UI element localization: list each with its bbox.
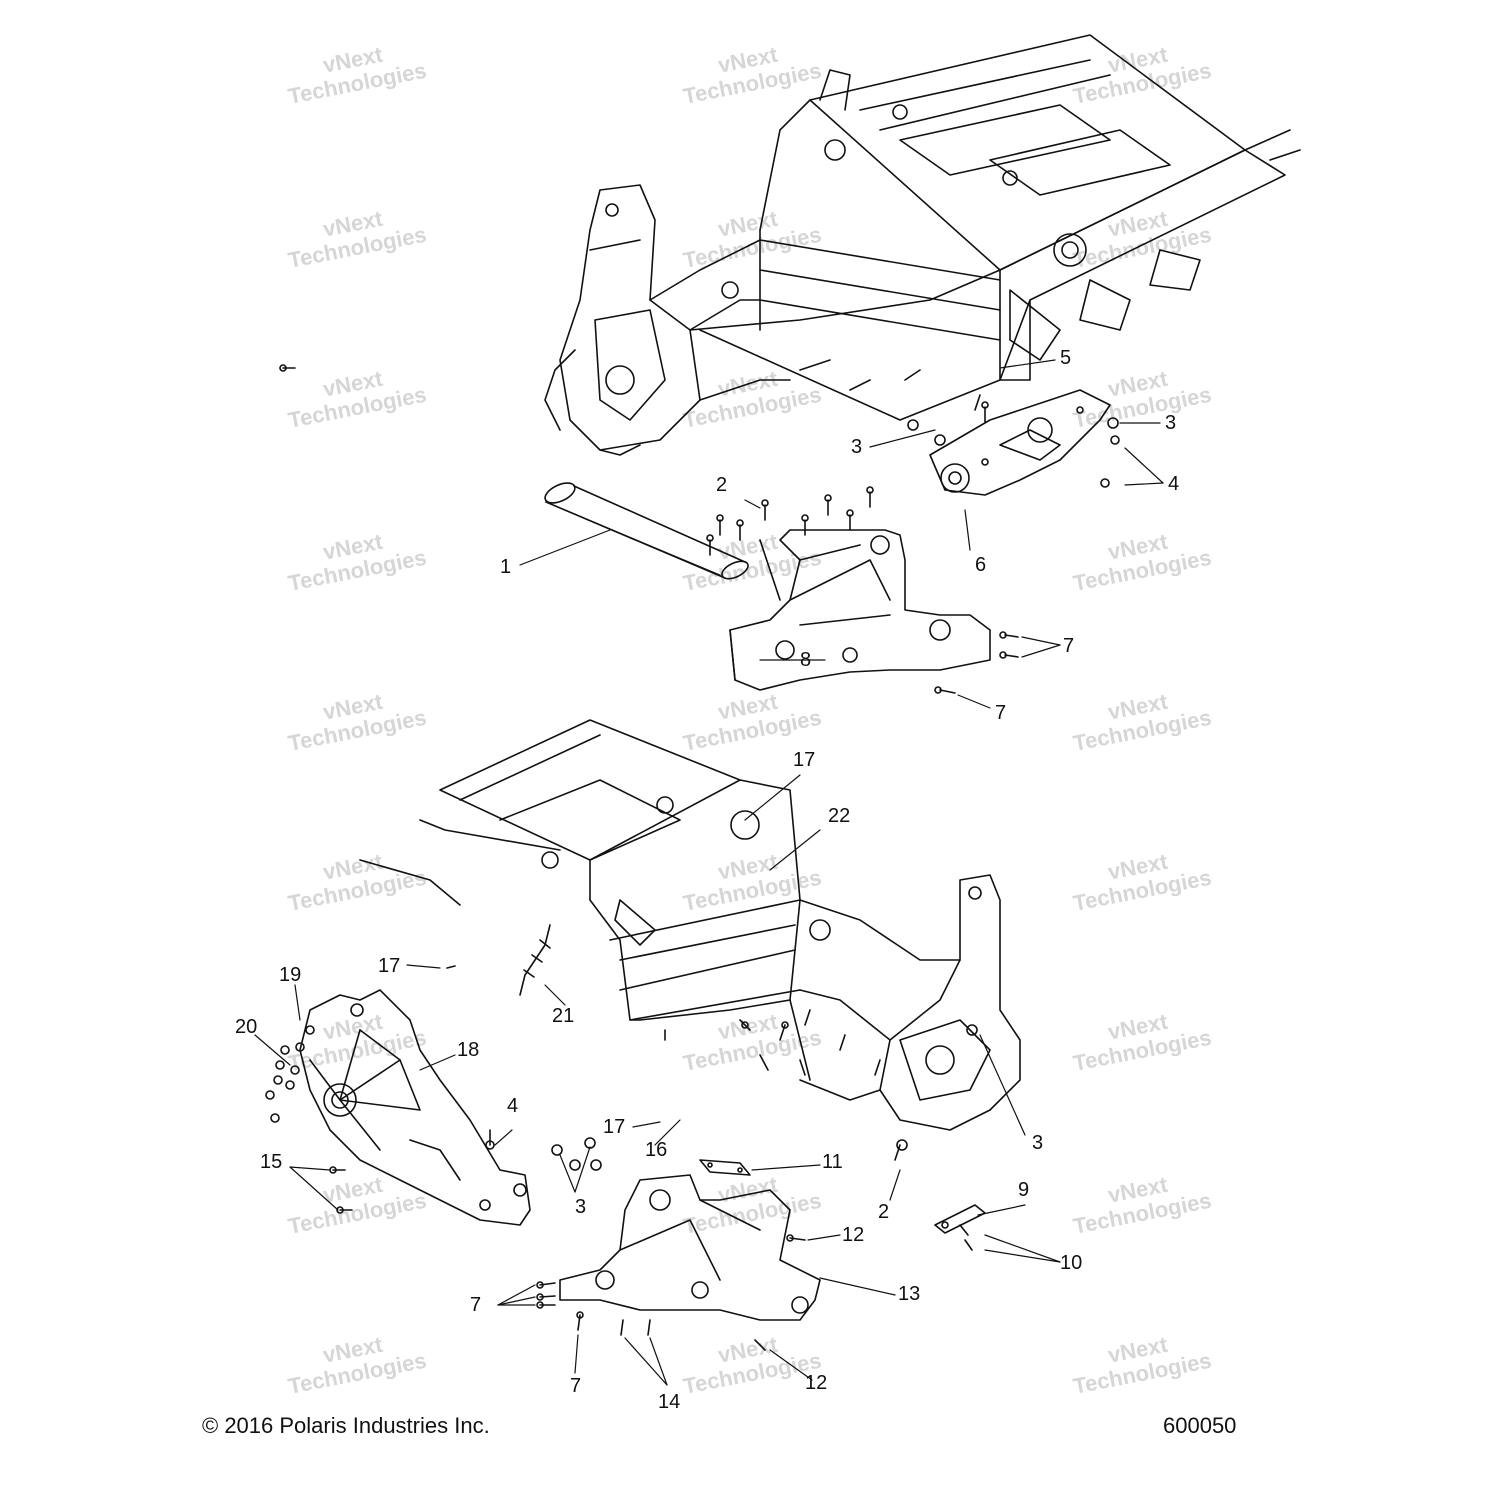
callout-13: 13 <box>898 1283 921 1305</box>
callout-17: 17 <box>793 749 816 771</box>
callout-6: 6 <box>975 554 987 576</box>
callout-18: 18 <box>457 1039 480 1061</box>
lower-chassis-tunnel <box>359 719 801 1021</box>
callout-12: 12 <box>805 1372 828 1394</box>
callout-4: 4 <box>507 1095 519 1117</box>
part-18-side-plate <box>299 989 531 1226</box>
part-13-bracket <box>559 1174 821 1321</box>
callout-7: 7 <box>1063 635 1075 657</box>
callout-15: 15 <box>260 1151 283 1173</box>
callout-1: 1 <box>500 556 512 578</box>
callout-7: 7 <box>570 1375 582 1397</box>
upper-left-bulkhead <box>544 184 791 456</box>
callout-16: 16 <box>645 1139 668 1161</box>
callout-2: 2 <box>716 474 728 496</box>
part-9-plate <box>934 1204 986 1234</box>
callout-7: 7 <box>995 702 1007 724</box>
leader-lines <box>254 359 1164 1386</box>
callout-14: 14 <box>658 1391 681 1413</box>
callout-3: 3 <box>575 1196 587 1218</box>
copyright-text: © 2016 Polaris Industries Inc. <box>202 1413 490 1438</box>
callout-3: 3 <box>1032 1132 1044 1154</box>
part-1-tube <box>544 482 749 580</box>
callout-2: 2 <box>878 1201 890 1223</box>
fasteners <box>265 364 1120 1351</box>
callout-10: 10 <box>1060 1252 1083 1274</box>
callout-9: 9 <box>1018 1179 1030 1201</box>
callout-3: 3 <box>1165 412 1177 434</box>
callout-8: 8 <box>800 649 812 671</box>
part-8-bracket <box>729 529 991 691</box>
part-11-plate <box>699 1159 751 1176</box>
callout-19: 19 <box>279 964 302 986</box>
callout-4: 4 <box>1168 473 1180 495</box>
callout-21: 21 <box>552 1005 575 1027</box>
callout-12: 12 <box>842 1224 865 1246</box>
callout-22: 22 <box>828 805 851 827</box>
callout-5: 5 <box>1060 347 1072 369</box>
diagram-number: 600050 <box>1163 1413 1237 1438</box>
part-21-cable <box>519 924 551 996</box>
part-6-bracket <box>929 389 1111 496</box>
callout-7: 7 <box>470 1294 482 1316</box>
callout-3: 3 <box>851 436 863 458</box>
callout-20: 20 <box>235 1016 258 1038</box>
callout-11: 11 <box>822 1151 843 1173</box>
callout-17: 17 <box>378 955 401 977</box>
lower-right-bulkhead <box>789 874 1021 1131</box>
upper-chassis-tunnel <box>689 34 1301 421</box>
callout-17: 17 <box>603 1116 626 1138</box>
